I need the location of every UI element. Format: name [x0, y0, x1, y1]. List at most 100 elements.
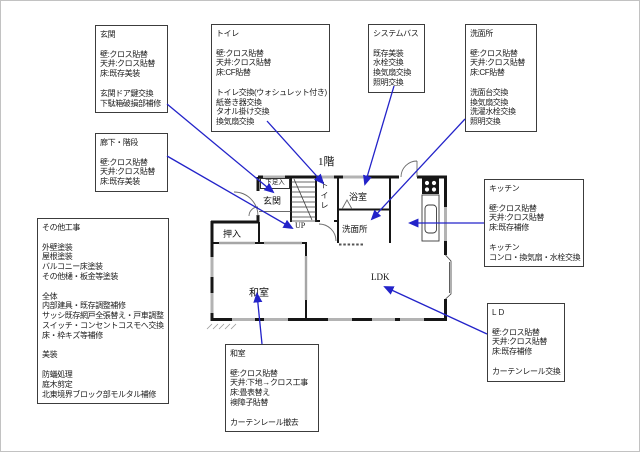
box-line: 照明交換	[470, 117, 501, 127]
annotation-box-washitsu: 和室 壁:クロス貼替天井:下地→クロス工事床:畳表替え襖障子貼替 カーテンレール…	[225, 344, 319, 433]
box-line	[230, 408, 314, 418]
box-title-genkan: 玄関	[100, 30, 116, 39]
box-line: 壁:クロス貼替	[100, 49, 148, 59]
box-line: その他樋・板金等塗装	[42, 271, 118, 281]
room-label-shoe-cabinet: 下足入	[260, 178, 290, 189]
box-line: 美装	[42, 350, 58, 360]
box-line: 内部建具・既存調整補修	[42, 301, 126, 311]
annotation-box-kitchen: キッチン 壁:クロス貼替天井:クロス貼替床:既存補修 キッチンコンロ・換気扇・水…	[484, 179, 584, 268]
box-line: トイレ交換(ウォシュレット付き)	[216, 87, 327, 97]
box-line	[42, 282, 164, 292]
box-line: カーテンレール交換	[492, 366, 561, 376]
box-line: 紙巻き器交換	[216, 97, 262, 107]
box-line: キッチン	[489, 242, 520, 252]
box-line: 床:既存補修	[489, 223, 529, 233]
room-label-closet: 押入	[223, 229, 242, 239]
box-line	[100, 79, 163, 89]
box-line: 壁:クロス貼替	[489, 203, 537, 213]
box-title-system-bath: システムバス	[373, 29, 419, 38]
annotation-box-genkan: 玄関 壁:クロス貼替天井:クロス貼替床:既存美装 玄関ドア鍵交換下駄箱破損部補修	[95, 25, 168, 114]
box-line: 天井:クロス貼替	[489, 213, 545, 223]
box-line: 天井:クロス貼替	[492, 337, 548, 347]
box-lines-system-bath: 既存美装水栓交換換気扇交換照明交換	[373, 49, 420, 88]
box-line: 天井:クロス貼替	[216, 58, 272, 68]
box-line: 壁:クロス貼替	[230, 368, 278, 378]
box-line: 既存美装	[373, 48, 404, 58]
box-line: 屋根塗装	[42, 252, 73, 262]
porch-hatching	[206, 323, 237, 330]
box-line: 天井:クロス貼替	[100, 59, 156, 69]
box-line: 北東境界ブロック部モルタル補修	[42, 389, 156, 399]
box-line: 換気扇交換	[216, 117, 254, 127]
box-line: 床:CF貼替	[470, 68, 505, 78]
box-line: バルコニー床塗装	[42, 262, 103, 272]
box-line: タオル掛け交換	[216, 107, 270, 117]
box-title-hallway-stairs: 廊下・階段	[100, 138, 138, 147]
box-title-other-works: その他工事	[42, 223, 80, 232]
box-line: 防蟻処理	[42, 369, 73, 379]
room-label-up: UP	[295, 221, 306, 230]
box-line	[216, 78, 325, 88]
box-line: 外壁塗装	[42, 242, 73, 252]
room-label-washroom: 洗面所	[342, 224, 368, 234]
box-line: 天井:クロス貼替	[470, 58, 526, 68]
box-line: 襖障子貼替	[230, 397, 268, 407]
annotation-box-washroom: 洗面所 壁:クロス貼替天井:クロス貼替床:CF貼替 洗面台交換換気扇交換洗濯水栓…	[465, 24, 537, 132]
box-line	[42, 341, 164, 351]
annotation-box-ld: LD 壁:クロス貼替天井:クロス貼替床:既存補修 カーテンレール交換	[487, 303, 565, 382]
box-line: 洗面台交換	[470, 87, 508, 97]
box-line: 換気扇交換	[373, 68, 411, 78]
annotation-box-hallway-stairs: 廊下・階段 壁:クロス貼替天井:クロス貼替床:既存美装	[95, 133, 168, 192]
box-lines-genkan: 壁:クロス貼替天井:クロス貼替床:既存美装 玄関ドア鍵交換下駄箱破損部補修	[100, 50, 163, 109]
room-label-bath: 浴室	[349, 192, 368, 202]
room-label-washitsu: 和室	[249, 288, 269, 299]
box-line: 洗濯水栓交換	[470, 107, 516, 117]
windows	[210, 175, 447, 321]
box-line: 壁:クロス貼替	[470, 48, 518, 58]
box-line: 天井:下地→クロス工事	[230, 378, 308, 388]
box-title-kitchen: キッチン	[489, 184, 520, 193]
box-line	[492, 357, 560, 367]
box-line: 下駄箱破損部補修	[100, 98, 161, 108]
box-lines-washitsu: 壁:クロス貼替天井:下地→クロス工事床:畳表替え襖障子貼替 カーテンレール撤去	[230, 369, 314, 428]
box-line: 床:既存美装	[100, 177, 140, 187]
box-line	[489, 233, 579, 243]
sink-icon	[424, 204, 437, 234]
box-title-washroom: 洗面所	[470, 29, 493, 38]
box-line: コンロ・換気扇・水栓交換	[489, 252, 581, 262]
box-line: 照明交換	[373, 77, 404, 87]
box-line: 庭木剪定	[42, 379, 73, 389]
box-title-washitsu: 和室	[230, 349, 246, 358]
box-lines-other-works: 外壁塗装屋根塗装バルコニー床塗装その他樋・板金等塗装 全体内部建具・既存調整補修…	[42, 243, 164, 400]
box-line	[42, 360, 164, 370]
room-label-ldk: LDK	[371, 272, 390, 282]
box-lines-ld: 壁:クロス貼替天井:クロス貼替床:既存補修 カーテンレール交換	[492, 327, 561, 377]
box-line: 壁:クロス貼替	[492, 327, 540, 337]
box-line: 壁:クロス貼替	[100, 157, 148, 167]
box-line: 床:畳表替え	[230, 388, 270, 398]
box-lines-toilet: 壁:クロス貼替天井:クロス貼替床:CF貼替 トイレ交換(ウォシュレット付き)紙巻…	[216, 48, 327, 127]
room-label-toilet: トイレ	[320, 181, 329, 211]
box-line: 全体	[42, 291, 58, 301]
annotation-box-toilet: トイレ 壁:クロス貼替天井:クロス貼替床:CF貼替 トイレ交換(ウォシュレット付…	[211, 24, 330, 132]
bay-window	[445, 254, 452, 300]
box-line: 天井:クロス貼替	[100, 167, 156, 177]
annotation-box-system-bath: システムバス 既存美装水栓交換換気扇交換照明交換	[368, 24, 425, 93]
box-title-ld: LD	[492, 308, 507, 317]
box-line: スイッチ・コンセントコスモへ交換	[42, 320, 164, 330]
floor-label: 1階	[318, 156, 335, 168]
box-line	[470, 78, 532, 88]
box-lines-hallway-stairs: 壁:クロス貼替天井:クロス貼替床:既存美装	[100, 158, 163, 187]
box-lines-washroom: 壁:クロス貼替天井:クロス貼替床:CF貼替 洗面台交換換気扇交換洗濯水栓交換照明…	[470, 49, 532, 127]
box-line: 水栓交換	[373, 58, 404, 68]
box-line: 床:既存美装	[100, 69, 140, 79]
box-line: 床:既存補修	[492, 347, 532, 357]
box-line: 壁:クロス貼替	[216, 48, 264, 58]
box-line: 床・枠キズ等補修	[42, 330, 103, 340]
kitchen-fixtures	[421, 178, 440, 242]
box-line: 床:CF貼替	[216, 68, 251, 78]
annotation-box-other-works: その他工事 外壁塗装屋根塗装バルコニー床塗装その他樋・板金等塗装 全体内部建具・…	[37, 218, 169, 405]
room-label-genkan: 玄関	[263, 196, 282, 206]
box-line: サッシ既存網戸全張替え・戸車調整	[42, 311, 164, 321]
